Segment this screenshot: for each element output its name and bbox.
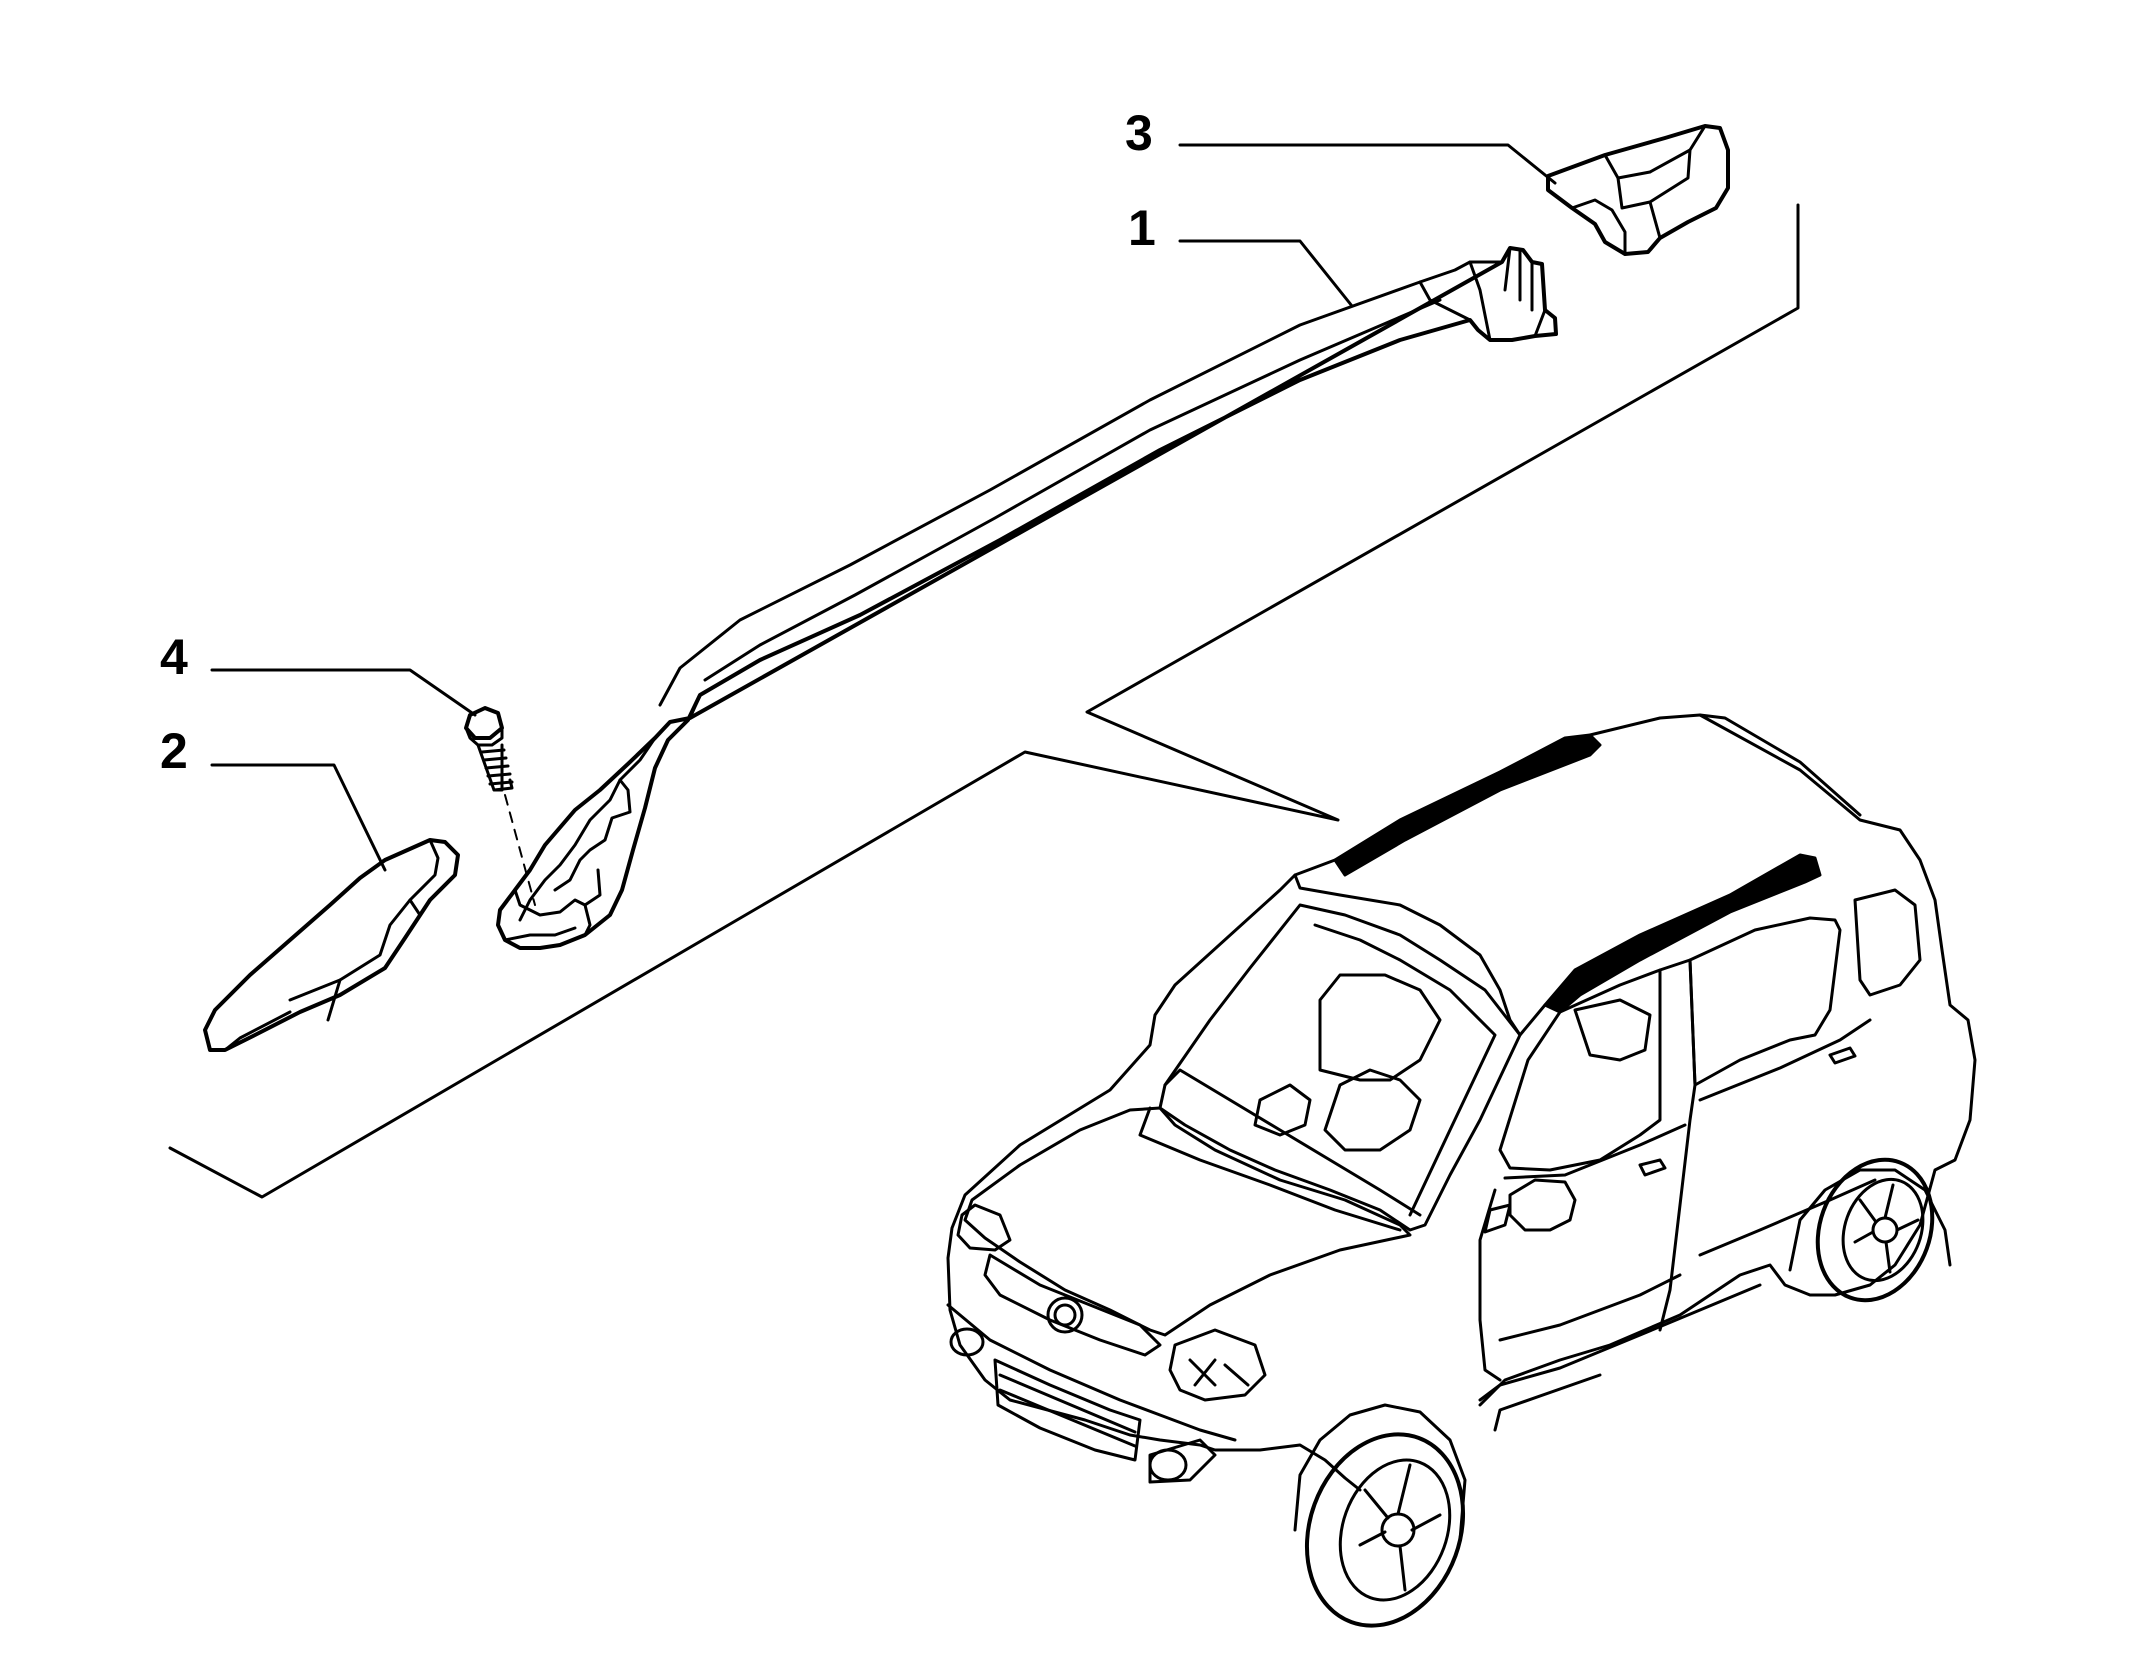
car-rear-wheel-arch [1788,1168,1952,1272]
callout-2: 2 [160,723,188,779]
car-front-wheel [1304,1432,1466,1628]
leader-line-2 [210,763,387,872]
car-headlight-left [956,1203,1012,1252]
car-rear-side-window [1688,916,1842,1087]
car-grille [983,1253,1162,1357]
car-illustration [946,713,1977,1628]
car-lower-grille [993,1358,1142,1462]
car-fog-light-left [949,1327,985,1357]
bolt-axis-line [504,794,536,906]
end-cap-front [203,838,460,1052]
car-door-handle-rear [1828,1046,1857,1065]
leader-line-4 [210,668,477,717]
leader-line-1 [1178,239,1354,308]
car-roof-rail-left [1333,733,1602,877]
car-front-wheel-arch [1293,1403,1467,1542]
roof-rail [496,246,1558,950]
car-front-side-window [1498,968,1662,1172]
car-headlight-right [1168,1328,1267,1402]
bolt [464,706,514,792]
callout-3: 3 [1125,105,1153,161]
end-cap-rear [1546,124,1730,256]
car-rear-wheel [1815,1157,1935,1303]
car-front-bumper [946,1303,1237,1442]
car-quarter-window [1853,888,1922,997]
car-door-handle-front [1638,1158,1667,1177]
car-windshield [1158,903,1522,1232]
car-side-mirror [1508,1178,1577,1232]
car-badge [1046,1296,1084,1334]
group-outline [168,203,1800,1199]
leader-line-3 [1178,143,1557,185]
car-roof-rail-right [1543,853,1822,1014]
car-hood [963,1106,1412,1337]
callout-1: 1 [1128,200,1156,256]
callout-4: 4 [160,629,188,685]
